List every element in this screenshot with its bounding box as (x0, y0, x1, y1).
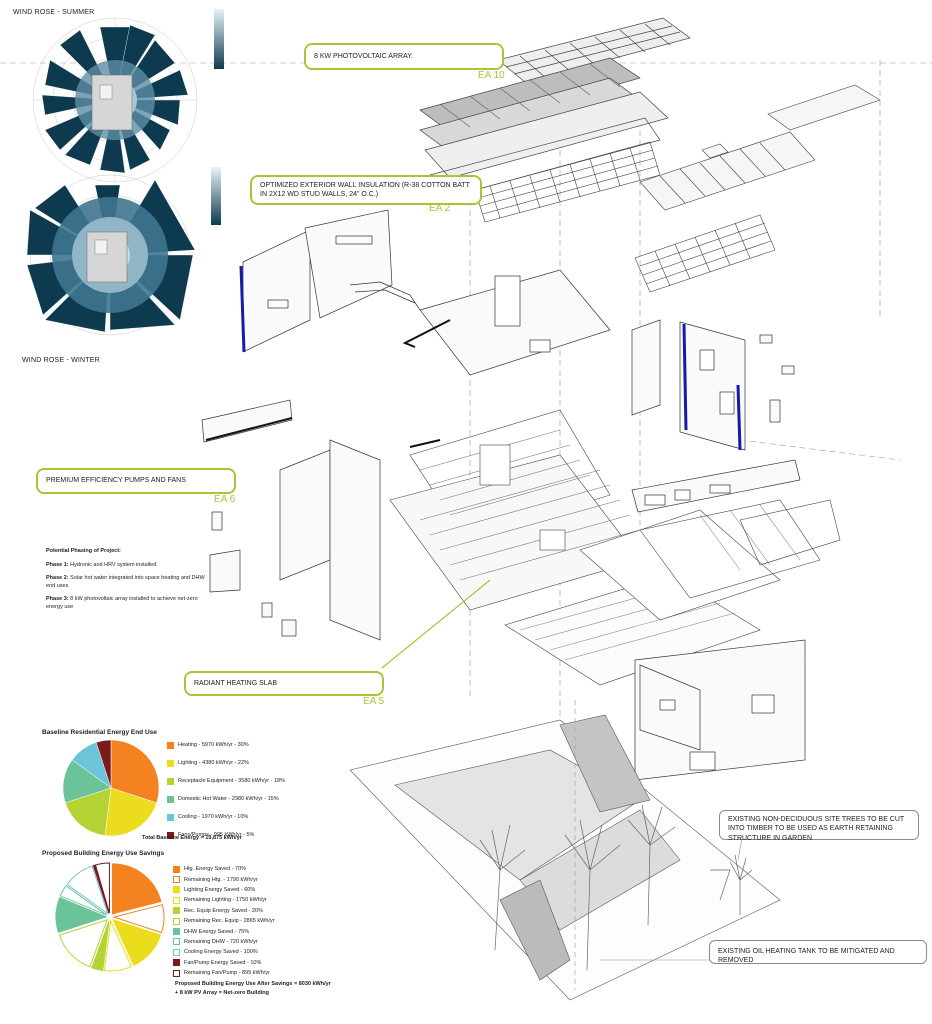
legend-swatch (167, 795, 174, 803)
legend-item: Remaining Fan/Pump - 895 kWh/yr (173, 968, 274, 978)
floor-plan-drawing (389, 409, 841, 686)
legend-item: Fans/Pumps - 995 kWh/yr - 5% (167, 829, 285, 841)
pie-slice (95, 739, 112, 789)
phase-3: Phase 3: 8 kW photovoltaic array install… (46, 595, 198, 610)
callout-pv-array: 8 KW PHOTOVOLTAIC ARRAY. (304, 43, 504, 70)
baseline-total: Total Baseline Energy = 19,875 kWh/yr (142, 835, 243, 841)
wind-rose-winter-title: WIND ROSE - WINTER (22, 357, 100, 364)
savings-pie-chart (55, 862, 165, 972)
legend-item: Lighting Energy Saved - 60% (173, 885, 274, 895)
pie-slice (91, 920, 110, 972)
savings-chart-title: Proposed Building Energy Use Savings (42, 850, 165, 857)
note-site-trees-text: EXISTING NON-DECIDUOUS SITE TREES TO BE … (728, 816, 905, 842)
callout-pv-tag: EA 10 (478, 70, 505, 81)
legend-swatch (167, 759, 174, 767)
phasing-title: Potential Phasing of Project: (46, 548, 121, 554)
pie-slice (103, 919, 132, 972)
wind-rose-summer (32, 17, 198, 183)
note-oil-tank-text: EXISTING OIL HEATING TANK TO BE MITIGATE… (718, 948, 895, 965)
side-walls-drawing (631, 319, 795, 451)
legend-swatch (173, 938, 180, 946)
savings-legend: Htg. Energy Saved - 70% Remaining Htg. -… (173, 864, 274, 978)
legend-swatch (173, 917, 180, 925)
callout-insulation-text: OPTIMIZED EXTERIOR WALL INSULATION (R-38… (260, 182, 470, 199)
legend-swatch (173, 865, 180, 873)
callout-pumps-fans: PREMIUM EFFICIENCY PUMPS AND FANS (36, 468, 236, 494)
pie-slice (65, 787, 112, 836)
phasing-block: Potential Phasing of Project: Phase 1: H… (46, 548, 206, 612)
legend-swatch (167, 777, 174, 785)
legend-swatch (167, 831, 174, 839)
baseline-pie-chart (62, 739, 160, 837)
callout-slab-text: RADIANT HEATING SLAB (194, 680, 277, 687)
pie-slice (112, 918, 162, 966)
legend-item: Remaining Lighting - 1750 kWh/yr (173, 895, 274, 905)
pie-slice (104, 787, 157, 837)
wind-rose-summer-scale (214, 9, 224, 69)
legend-swatch (167, 813, 174, 821)
savings-total-line2: + 8 kW PV Array = Net-zero Building (175, 990, 269, 996)
legend-item: Rec. Equip Energy Saved - 20% (173, 906, 274, 916)
pie-slice (55, 897, 108, 933)
callout-pumps-text: PREMIUM EFFICIENCY PUMPS AND FANS (46, 477, 186, 484)
legend-item: Fan/Pump Energy Saved - 10% (173, 958, 274, 968)
legend-item: Domestic Hot Water - 2980 kWh/yr - 15% (167, 793, 285, 805)
savings-total-line1: Proposed Building Energy Use After Savin… (175, 981, 331, 987)
phase-1: Phase 1: Hydronic and HRV system install… (46, 561, 157, 568)
callout-pv-text: 8 KW PHOTOVOLTAIC ARRAY. (314, 53, 413, 60)
legend-swatch (173, 928, 180, 936)
legend-item: Cooling - 1970 kWh/yr - 10% (167, 811, 285, 823)
pie-slice (112, 904, 165, 934)
callout-radiant-slab: RADIANT HEATING SLAB (184, 671, 384, 696)
legend-swatch (173, 886, 180, 894)
legend-swatch (173, 959, 180, 967)
legend-item: Remaining DHW - 720 kWh/yr (173, 937, 274, 947)
callout-pumps-tag: EA 6 (214, 494, 236, 505)
legend-item: Receptacle Equipment - 3580 kWh/yr - 18% (167, 775, 285, 787)
note-leaders (600, 837, 743, 961)
pie-slice (58, 918, 108, 968)
legend-item: Cooling Energy Saved - 100% (173, 947, 274, 957)
site-plan-drawing (349, 700, 781, 1001)
pie-slice (66, 865, 109, 916)
legend-item: Remaining Htg. - 1790 kWh/yr (173, 874, 274, 884)
callout-wall-insulation: OPTIMIZED EXTERIOR WALL INSULATION (R-38… (250, 175, 482, 205)
roof-right-drawing (634, 84, 881, 293)
pie-slice (94, 862, 110, 914)
legend-swatch (173, 907, 180, 915)
baseline-legend: Heating - 5970 kWh/yr - 30% Lighting - 4… (167, 739, 285, 841)
pie-slice (92, 864, 110, 914)
legend-item: Lighting - 4380 kWh/yr - 22% (167, 757, 285, 769)
legend-swatch (173, 948, 180, 956)
pv-array-drawing (419, 17, 691, 223)
legend-item: Heating - 5970 kWh/yr - 30% (167, 739, 285, 751)
callout-slab-tag: EA 5 (363, 696, 385, 707)
pie-slice (59, 884, 107, 916)
note-oil-tank: EXISTING OIL HEATING TANK TO BE MITIGATE… (709, 940, 927, 964)
legend-swatch (173, 896, 180, 904)
legend-item: Remaining Rec. Equip - 2865 kWh/yr (173, 916, 274, 926)
legend-swatch (167, 741, 174, 749)
legend-item: DHW Energy Saved - 75% (173, 926, 274, 936)
note-site-trees: EXISTING NON-DECIDUOUS SITE TREES TO BE … (719, 810, 919, 842)
upper-walls-drawing (239, 209, 611, 376)
wind-rose-summer-title: WIND ROSE - SUMMER (13, 9, 95, 16)
pie-slice (111, 863, 162, 915)
wind-rose-winter (26, 174, 196, 336)
phase-2: Phase 2: Solar hot water integrated into… (46, 574, 205, 589)
callout-insulation-tag: EA 2 (429, 203, 451, 214)
legend-item: Htg. Energy Saved - 70% (173, 864, 274, 874)
wind-rose-winter-scale (211, 167, 221, 225)
pie-slice (110, 739, 160, 804)
lower-walls-drawing (201, 399, 806, 781)
callout-leaders (381, 579, 491, 669)
legend-swatch (173, 876, 180, 884)
baseline-chart-title: Baseline Residential Energy End Use (42, 729, 157, 736)
legend-swatch (173, 969, 180, 977)
